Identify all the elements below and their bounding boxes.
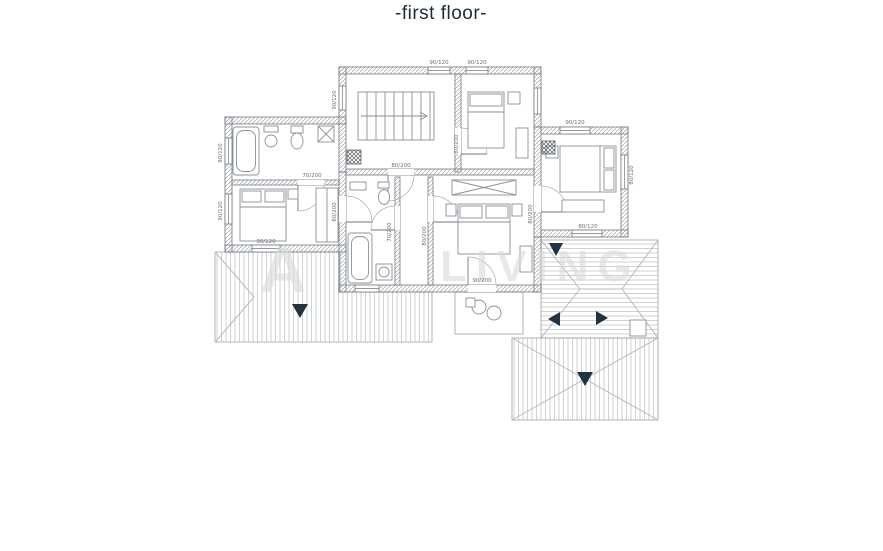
window [354,284,380,293]
pillow [603,169,615,191]
bathroom-left-wing [232,125,335,176]
wall-bedroom-west [427,176,434,286]
nightstand [511,203,523,217]
dimension-label: 80/200 [391,163,411,169]
pillow [459,205,483,219]
door [387,169,415,202]
watermark-text: LIVING [440,242,641,291]
dimension-label: 90/200 [472,278,492,284]
wall-divider-left-wing [231,179,340,186]
door [467,256,497,292]
dimension-label: 90/120 [429,60,449,66]
door [370,205,400,231]
bedroom-top-right [467,91,529,159]
pillow [469,93,503,107]
wall-right-wing-west [533,126,542,238]
dimension-label: 80/120 [218,143,224,163]
wall-divider-horizontal [345,168,535,176]
sink-counter [263,125,279,133]
window [224,193,233,225]
toilet-tank [290,125,304,134]
pillow [485,205,509,219]
dresser [519,245,533,273]
bench [561,199,605,213]
chimney [629,319,647,337]
balcony [454,291,524,335]
toilet [378,189,390,205]
window [427,66,451,75]
dimension-label: 90/120 [218,201,224,221]
sink [264,134,278,148]
wall-left-wing-west [224,116,233,253]
roof-slope-arrow [292,304,308,318]
staircase [346,91,435,165]
bedroom-right-wing [541,140,617,213]
bathroom-central [347,181,393,284]
roof-slope-arrow [577,372,593,386]
wall-left-wing-north [224,116,347,125]
wall-divider-top-rooms [454,73,462,173]
roof-slope-arrow [549,243,563,256]
radiator [349,181,367,191]
toilet [290,132,304,150]
dimension-label: 80/120 [578,224,598,230]
dimension-label: 70/200 [387,222,393,242]
dimension-label: 80/200 [454,134,460,154]
balcony-stool [465,297,476,308]
dimension-label: 90/120 [332,90,338,110]
desk [515,127,529,159]
roof-slope-arrow [596,311,608,325]
dimension-labels: 90/120 90/120 90/120 80/120 90/120 90/120 90/1… [218,60,635,284]
watermark: A LIVING [260,234,641,306]
balcony-chair [486,305,502,321]
nightstand [507,91,521,105]
dimension-label: 80/200 [332,202,338,222]
bedroom-left-wing [239,187,339,243]
window [251,244,281,253]
chimney-shaft [346,149,362,165]
window [224,137,233,165]
dimension-label: 80/200 [528,204,534,224]
window [559,126,591,135]
dimension-label: 80/200 [422,226,428,246]
roof-hip-lines-lower [511,337,659,421]
doors [297,127,568,292]
pillow [603,147,615,169]
dimension-label: 80/120 [629,165,635,185]
dimension-label: 90/120 [256,239,276,245]
windows [224,66,629,293]
stairs-direction-line [361,111,428,121]
washing-machine [375,263,393,281]
window [338,85,347,111]
shower-unit [541,140,556,155]
dimension-label: 90/120 [565,120,585,126]
nightstand [287,188,299,200]
bedroom-central [445,179,533,273]
roof-slope-arrow [548,312,560,326]
door [339,195,373,223]
window [571,229,603,238]
roof-hip-lines [540,239,659,339]
bathtub [347,232,373,284]
dimension-label: 70/200 [302,173,322,179]
wall-bathroom-east [394,176,401,286]
interior-walls [231,73,535,286]
pillow [241,190,262,203]
dimension-label: 90/120 [467,60,487,66]
window [620,154,629,190]
pillow [264,190,285,203]
wall-center-west [338,171,347,293]
watermark-logo: A [260,234,306,306]
toilet-tank [377,181,390,189]
window [533,87,542,115]
nightstand [445,203,457,217]
page-title: -first floor- [395,3,487,24]
roof-slope-arrows [292,243,608,386]
window [465,66,489,75]
bathtub [232,126,260,176]
